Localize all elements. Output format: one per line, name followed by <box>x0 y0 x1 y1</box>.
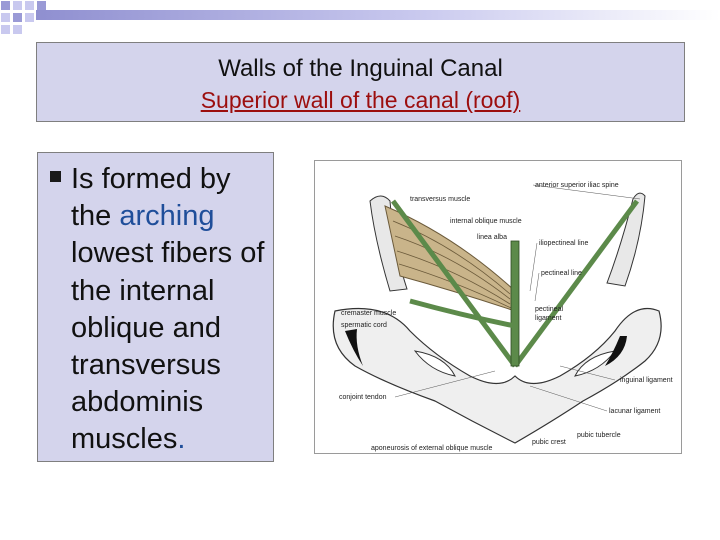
decor-square <box>0 12 11 23</box>
label-pectineal-ligament-2: ligament <box>535 315 562 322</box>
decor-square <box>24 0 35 11</box>
label-anterior-superior-iliac-spine: anterior superior iliac spine <box>535 182 619 189</box>
bullet-text-period: . <box>177 423 185 455</box>
leader-line <box>535 273 539 301</box>
label-lacunar-ligament: lacunar ligament <box>609 408 660 415</box>
label-cremaster-muscle: cremaster muscle <box>341 310 396 317</box>
bullet-square-icon <box>50 171 61 182</box>
label-inguinal-ligament: inguinal ligament <box>620 377 673 384</box>
label-aponeurosis-external-oblique: aponeurosis of external oblique muscle <box>371 445 493 452</box>
label-pectineal-line: pectineal line <box>541 270 582 277</box>
label-spermatic-cord: spermatic cord <box>341 322 387 329</box>
decor-square <box>24 12 35 23</box>
inguinal-canal-figure: transversus muscle internal oblique musc… <box>314 160 682 454</box>
label-pubic-crest: pubic crest <box>532 439 566 446</box>
iliac-wing-right <box>607 193 645 286</box>
label-pubic-tubercle: pubic tubercle <box>577 432 621 439</box>
label-internal-oblique-muscle: internal oblique muscle <box>450 218 522 225</box>
slide-subtitle: Superior wall of the canal (roof) <box>37 87 684 114</box>
bullet-text-part: lowest fibers of the internal oblique an… <box>71 237 264 455</box>
bullet-text-highlight: arching <box>119 200 214 232</box>
bullet-text: Is formed by the arching lowest fibers o… <box>71 161 271 459</box>
header-gradient-bar <box>36 10 720 20</box>
label-pectineal-ligament-1: pectineal <box>535 306 563 313</box>
decor-square <box>12 12 23 23</box>
decor-square <box>0 0 11 11</box>
linea-alba <box>511 241 519 366</box>
slide-title: Walls of the Inguinal Canal <box>37 55 684 83</box>
decor-square <box>12 0 23 11</box>
decor-square <box>12 24 23 35</box>
label-conjoint-tendon: conjoint tendon <box>339 394 387 401</box>
anatomy-illustration: transversus muscle internal oblique musc… <box>315 161 683 455</box>
decor-square <box>0 24 11 35</box>
leader-line <box>530 243 537 291</box>
label-iliopectineal-line: iliopectineal line <box>539 240 589 247</box>
label-linea-alba: linea alba <box>477 234 507 241</box>
slide-title-box: Walls of the Inguinal Canal Superior wal… <box>36 42 685 122</box>
bullet-text-box: Is formed by the arching lowest fibers o… <box>37 152 274 462</box>
label-transversus-muscle: transversus muscle <box>410 196 470 203</box>
